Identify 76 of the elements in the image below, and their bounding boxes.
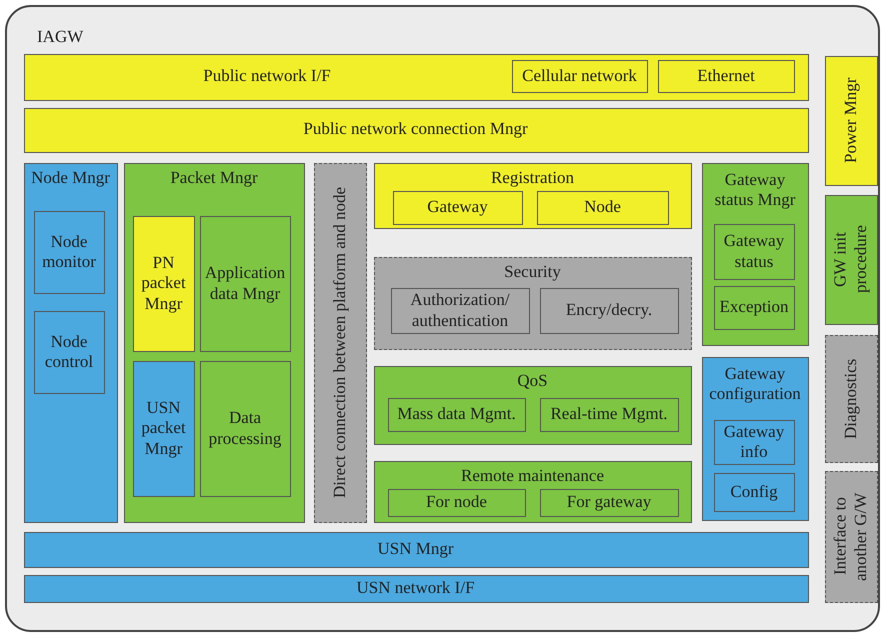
- component-box: [714, 224, 795, 280]
- module-box: [24, 574, 808, 602]
- module-label: GW init procedure: [829, 224, 871, 295]
- component-box: [200, 216, 291, 352]
- module-label: IAGW: [37, 27, 84, 48]
- module-box: [24, 532, 808, 568]
- module-box: [124, 162, 304, 522]
- module-box: [374, 162, 692, 228]
- module-label: Registration: [490, 168, 576, 188]
- component-box: [133, 361, 195, 497]
- module-label: Direct connection between platform and node: [328, 185, 350, 500]
- module-box: [702, 162, 808, 346]
- module-label: QoS: [516, 370, 549, 391]
- module-label: Gateway status: [722, 230, 786, 272]
- component-box: [540, 489, 679, 517]
- module-box: [702, 356, 808, 520]
- module-box: [24, 162, 118, 522]
- module-label: Application data Mngr: [204, 262, 286, 305]
- module-label: Gateway configuration: [708, 364, 802, 404]
- module-label: For node: [425, 491, 488, 514]
- component-box: [540, 398, 679, 432]
- module-box: [314, 162, 366, 522]
- component-box: [391, 288, 530, 334]
- module-box: [24, 108, 808, 152]
- module-label: Gateway info: [722, 421, 786, 463]
- module-box: [374, 460, 692, 522]
- module-label: Exception: [718, 296, 790, 318]
- module-box: [374, 366, 692, 444]
- module-label: Gateway: [426, 196, 489, 218]
- module-label: Cellular network: [521, 64, 638, 87]
- component-box: [540, 288, 679, 334]
- component-box: [133, 216, 195, 352]
- component-box: [714, 420, 795, 465]
- module-label: Node Mngr: [30, 168, 111, 188]
- module-label: Real-time Mgmt.: [549, 403, 669, 426]
- module-box: [824, 470, 878, 602]
- component-box: [388, 489, 526, 517]
- module-label: Public network I/F: [202, 65, 332, 88]
- module-label: Interface to another G/W: [829, 490, 870, 582]
- component-box: [512, 60, 648, 93]
- module-label: Diagnostics: [839, 356, 861, 440]
- module-label: Public network connection Mngr: [302, 118, 529, 140]
- module-box: [24, 54, 808, 100]
- module-label: Node control: [44, 330, 94, 373]
- module-label: For gateway: [566, 491, 652, 514]
- module-label: PN packet Mngr: [140, 252, 187, 315]
- component-box: [34, 311, 105, 394]
- component-box: [714, 286, 795, 330]
- component-box: [34, 211, 105, 294]
- system-frame: [5, 5, 880, 632]
- module-box: [824, 334, 878, 462]
- component-box: [388, 398, 526, 432]
- module-label: Ethernet: [696, 64, 756, 87]
- module-label: Security: [503, 262, 562, 282]
- module-label: Config: [729, 480, 779, 503]
- module-label: Mass data Mgmt.: [396, 403, 517, 426]
- module-label: Encry/decry.: [564, 299, 654, 322]
- component-box: [537, 191, 669, 225]
- module-label: Remote maintenance: [460, 466, 606, 486]
- component-box: [200, 361, 291, 497]
- module-label: Authorization/ authentication: [409, 289, 511, 332]
- module-label: Node monitor: [41, 230, 97, 273]
- component-box: [658, 60, 795, 93]
- module-box: [374, 256, 692, 350]
- module-label: Node: [583, 196, 622, 218]
- module-box: [824, 194, 878, 324]
- module-label: Packet Mngr: [169, 168, 259, 188]
- component-box: [714, 473, 795, 512]
- module-label: USN Mngr: [376, 538, 455, 560]
- module-label: Gateway status Mngr: [714, 170, 796, 210]
- component-box: [393, 191, 523, 225]
- module-label: USN packet Mngr: [140, 396, 187, 460]
- module-label: Power Mngr: [839, 76, 861, 165]
- module-label: USN network I/F: [355, 576, 476, 599]
- module-label: Data processing: [208, 407, 282, 450]
- module-box: [824, 56, 878, 186]
